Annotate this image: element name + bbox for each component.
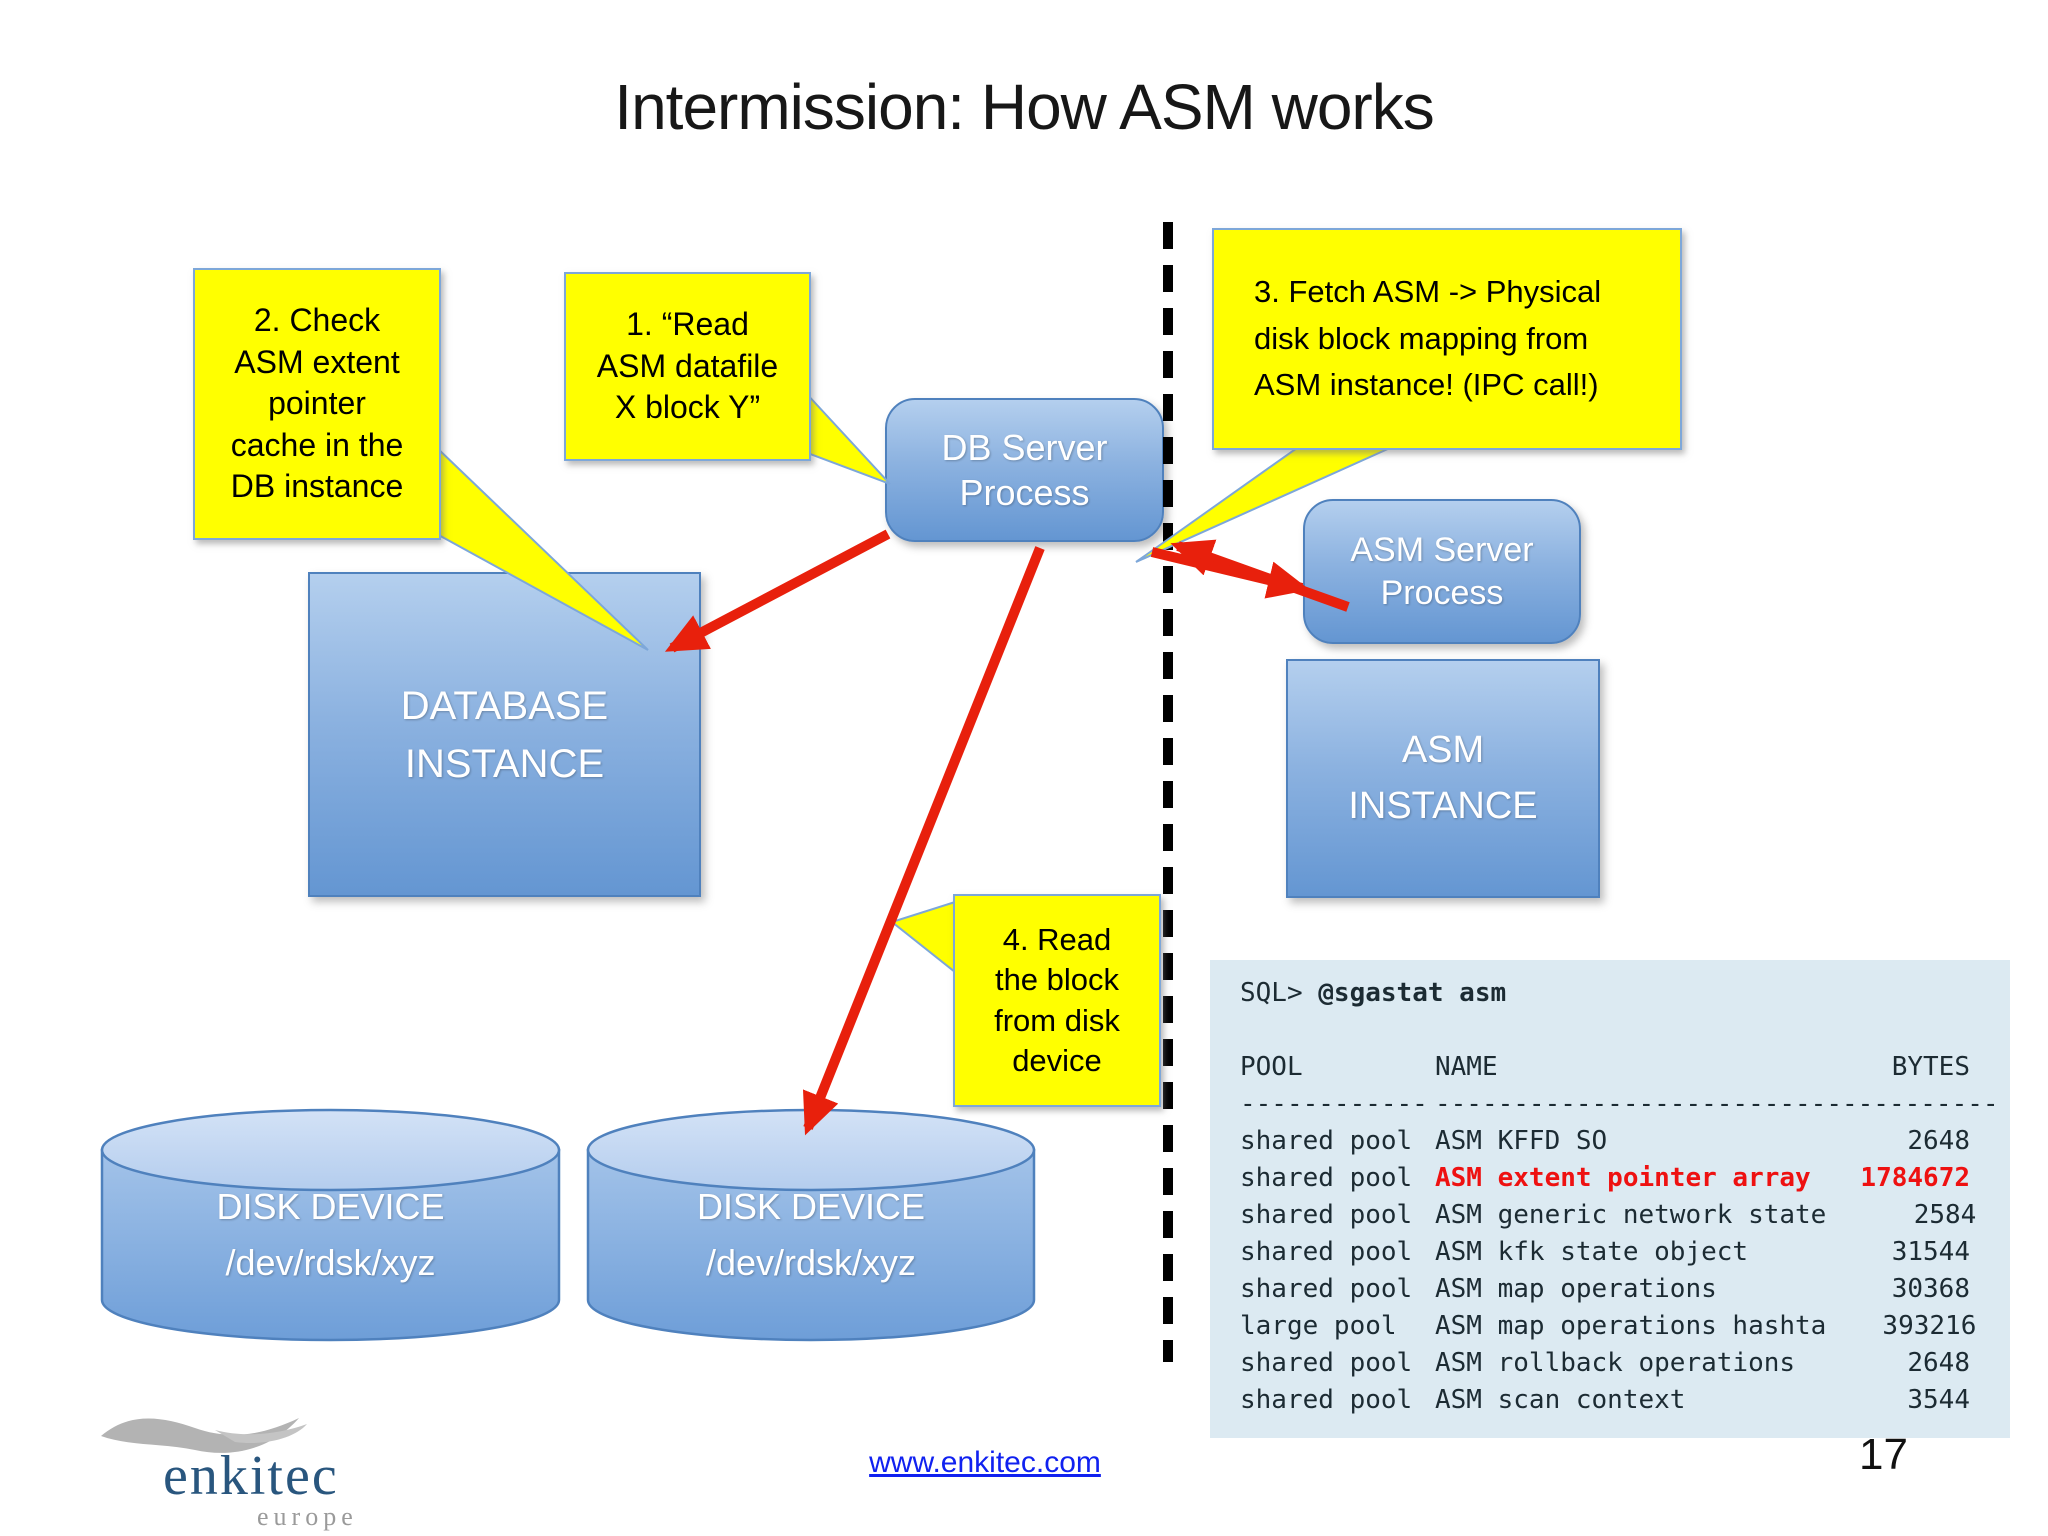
callout-1-tail bbox=[804, 389, 891, 485]
callout-4-tail bbox=[889, 900, 956, 975]
disk-device-2-label: DISK DEVICE /dev/rdsk/xyz bbox=[588, 1160, 1034, 1310]
arrow-dbserver-to-asmserver bbox=[1150, 547, 1310, 599]
enkitec-logo bbox=[101, 1418, 307, 1453]
page-number: 17 bbox=[1859, 1430, 1908, 1479]
callout-2-text: 2. Check ASM extent pointer cache in the… bbox=[230, 302, 404, 505]
terminal-separator-pool: ------------ bbox=[1240, 1089, 1428, 1119]
callout-fetch-asm-mapping: 3. Fetch ASM -> Physical disk block mapp… bbox=[1212, 228, 1682, 450]
page-title: Intermission: How ASM works bbox=[614, 71, 1434, 143]
callout-1-text: 1. “Read ASM datafile X block Y” bbox=[596, 306, 779, 426]
terminal-blank-line bbox=[1240, 1012, 1970, 1049]
terminal-separator-row: ------------ -------------------------- … bbox=[1240, 1086, 1999, 1123]
terminal-header-row: POOL NAME BYTES bbox=[1240, 1049, 1970, 1086]
callout-read-asm-datafile: 1. “Read ASM datafile X block Y” bbox=[564, 272, 811, 461]
terminal-header-bytes: BYTES bbox=[1891, 1052, 1970, 1082]
terminal-header-pool: POOL bbox=[1240, 1052, 1303, 1082]
terminal-command-line: SQL> @sgastat asm bbox=[1240, 975, 1970, 1012]
node-asm-instance: ASM INSTANCE bbox=[1286, 659, 1600, 898]
arrow-dbserver-to-database-instance bbox=[664, 529, 891, 653]
terminal-header-name: NAME bbox=[1435, 1052, 1498, 1082]
node-db-server-label: DB Server Process bbox=[941, 427, 1108, 513]
terminal-separator-bytes: ---------- bbox=[1842, 1089, 1999, 1119]
disk-device-2-text: DISK DEVICE /dev/rdsk/xyz bbox=[696, 1186, 926, 1283]
terminal-output: SQL> @sgastat asm POOL NAME BYTES ------… bbox=[1210, 960, 2010, 1438]
terminal-prompt: SQL> bbox=[1240, 978, 1319, 1008]
enkitec-logo-swoosh-2 bbox=[215, 1424, 307, 1444]
terminal-command: @sgastat asm bbox=[1318, 978, 1507, 1008]
enkitec-logo-swoosh bbox=[101, 1418, 299, 1453]
callout-check-extent-pointer-cache: 2. Check ASM extent pointer cache in the… bbox=[193, 268, 441, 540]
callout-read-block-from-disk: 4. Read the block from disk device bbox=[953, 894, 1161, 1107]
terminal-separator-name: -------------------------- bbox=[1435, 1089, 1842, 1119]
node-database-instance-label: DATABASE INSTANCE bbox=[400, 683, 609, 786]
node-asm-instance-label: ASM INSTANCE bbox=[1348, 729, 1538, 827]
node-database-instance: DATABASE INSTANCE bbox=[308, 572, 701, 897]
node-db-server-process: DB Server Process bbox=[885, 398, 1164, 542]
disk-device-1-text: DISK DEVICE /dev/rdsk/xyz bbox=[216, 1186, 445, 1283]
node-asm-server-process: ASM Server Process bbox=[1303, 499, 1581, 644]
node-asm-server-label: ASM Server Process bbox=[1350, 531, 1534, 612]
footer-website-link[interactable]: www.enkitec.com bbox=[869, 1446, 1101, 1479]
callout-4-text: 4. Read the block from disk device bbox=[994, 921, 1120, 1078]
disk-device-1-label: DISK DEVICE /dev/rdsk/xyz bbox=[102, 1160, 559, 1310]
callout-3-text: 3. Fetch ASM -> Physical disk block mapp… bbox=[1254, 274, 1602, 403]
